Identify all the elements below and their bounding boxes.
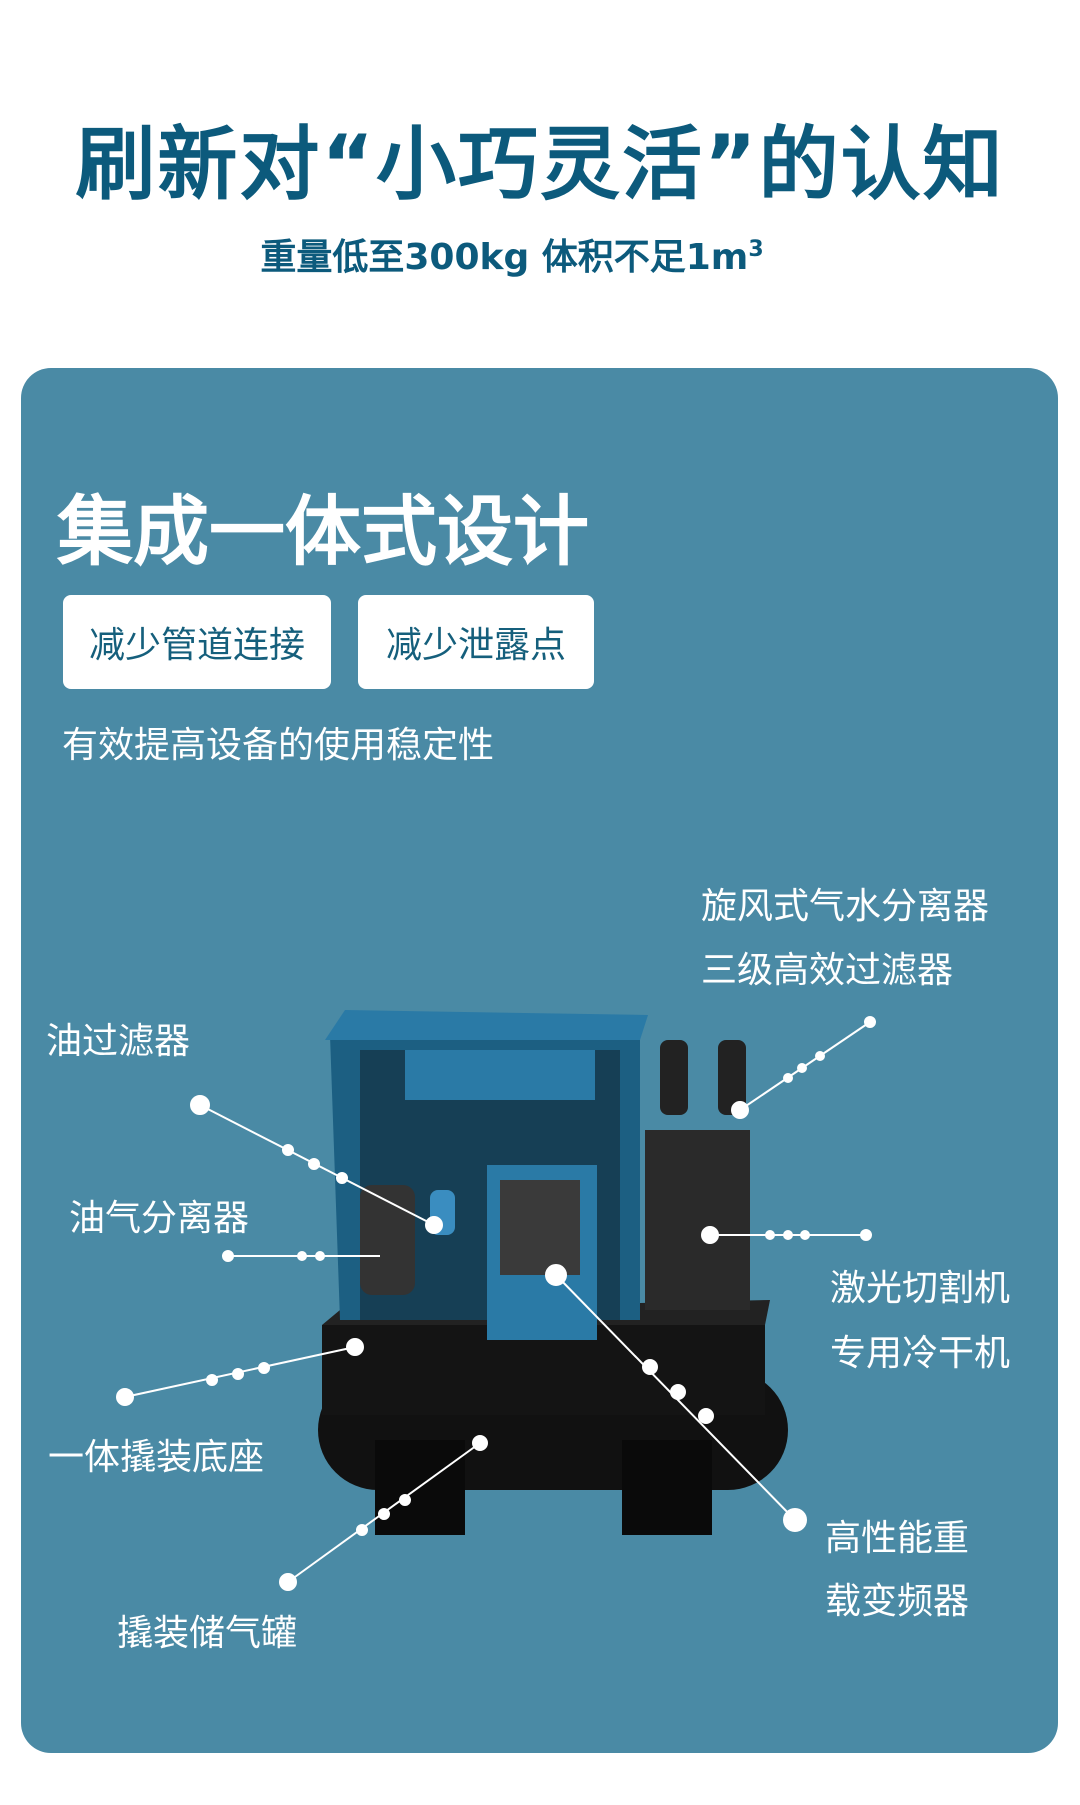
label-inverter-line1: 高性能重 (825, 1518, 970, 1559)
page-subtitle: 重量低至300kg 体积不足1m3 (0, 228, 1024, 280)
tag-fewer-leaks: 减少泄露点 (358, 595, 594, 689)
label-oil-filter: 油过滤器 (46, 1021, 191, 1062)
subtitle-text: 重量低至300kg 体积不足1m (260, 237, 749, 278)
label-base: 一体撬装底座 (48, 1437, 265, 1478)
label-tank: 撬装储气罐 (117, 1613, 298, 1654)
page-title: 刷新对“小巧灵活”的认知 (75, 118, 1005, 211)
tag-fewer-pipes: 减少管道连接 (63, 595, 331, 689)
label-dryer-line1: 激光切割机 (830, 1268, 1011, 1309)
label-separator-line1: 旋风式气水分离器 (701, 886, 990, 927)
label-oil-separator: 油气分离器 (69, 1198, 250, 1239)
panel-title: 集成一体式设计 (57, 487, 589, 576)
label-dryer-line2: 专用冷干机 (830, 1333, 1011, 1374)
label-separator-line2: 三级高效过滤器 (701, 950, 954, 991)
label-inverter-line2: 载变频器 (825, 1581, 970, 1622)
panel-subtitle: 有效提高设备的使用稳定性 (62, 725, 495, 766)
superscript: 3 (748, 237, 764, 262)
